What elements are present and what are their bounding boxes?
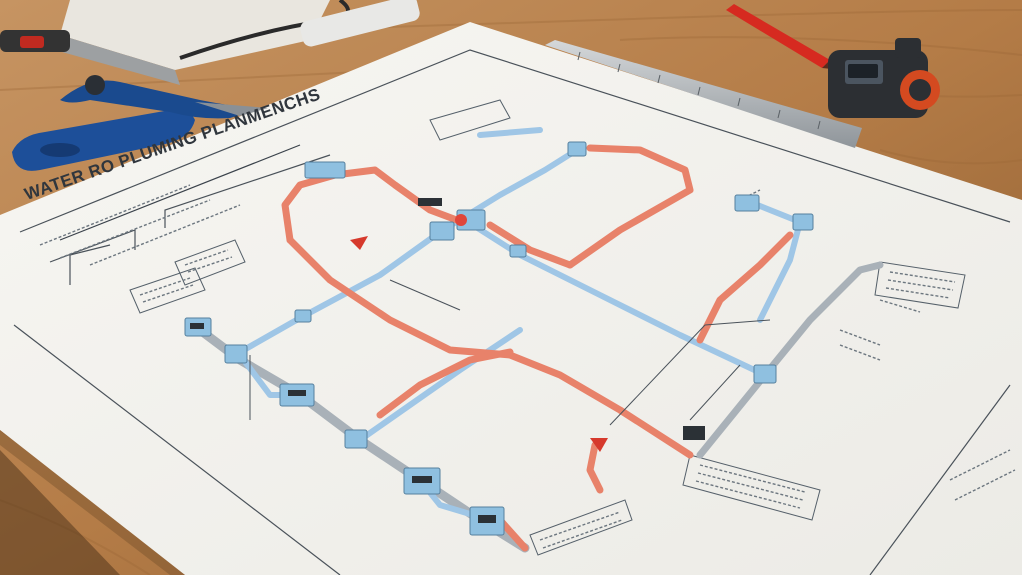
flow-arrows — [350, 236, 608, 452]
blueprint-border — [13, 49, 1011, 575]
pipe-cutter-tool — [12, 75, 268, 171]
blueprint-paper — [0, 22, 1022, 575]
paper-shadow — [0, 430, 185, 575]
marker — [300, 0, 420, 47]
desk-shadow — [0, 450, 120, 575]
small-tool-top-left — [0, 30, 70, 52]
annotation-text-lines — [39, 184, 1016, 549]
tape-measure — [828, 38, 940, 118]
valve-red — [455, 214, 467, 226]
notebook — [55, 0, 330, 85]
steel-ruler — [545, 40, 862, 148]
annotation-blocks — [129, 99, 966, 556]
title-block — [59, 144, 301, 241]
leader-lines — [249, 279, 771, 426]
fitting-marks — [190, 198, 705, 523]
